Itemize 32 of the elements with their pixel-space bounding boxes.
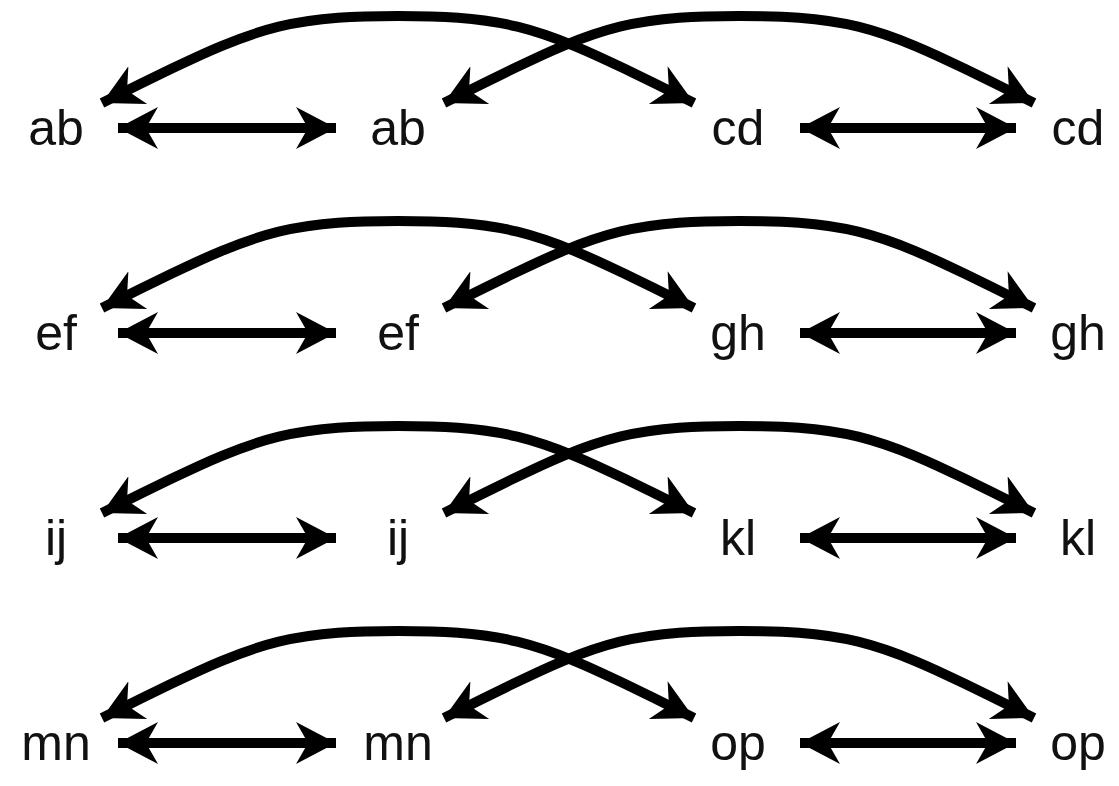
node-label: gh bbox=[710, 308, 766, 358]
double-arrow bbox=[800, 517, 1016, 559]
node-label: ab bbox=[28, 103, 84, 153]
node-label: mn bbox=[21, 718, 91, 768]
node-label: op bbox=[710, 718, 766, 768]
curved-double-arrow bbox=[99, 626, 697, 723]
curved-double-arrow bbox=[441, 421, 1037, 518]
double-arrow bbox=[118, 722, 336, 764]
double-arrow bbox=[800, 722, 1016, 764]
curved-double-arrow bbox=[441, 626, 1037, 723]
node-label: ef bbox=[377, 308, 419, 358]
double-arrow bbox=[118, 517, 336, 559]
double-arrow bbox=[118, 107, 336, 149]
curved-double-arrow bbox=[99, 421, 697, 518]
curved-double-arrow bbox=[441, 216, 1037, 313]
node-label: cd bbox=[711, 103, 765, 153]
double-arrow bbox=[800, 107, 1016, 149]
node-label: cd bbox=[1051, 103, 1105, 153]
node-label: ef bbox=[35, 308, 77, 358]
double-arrow bbox=[118, 312, 336, 354]
node-label: op bbox=[1050, 718, 1106, 768]
curved-double-arrow bbox=[441, 11, 1037, 108]
node-label: kl bbox=[1059, 513, 1097, 563]
curved-double-arrow bbox=[99, 216, 697, 313]
node-label: ij bbox=[44, 513, 68, 563]
node-label: mn bbox=[363, 718, 433, 768]
double-arrow bbox=[800, 312, 1016, 354]
node-label: ab bbox=[370, 103, 426, 153]
node-label: ij bbox=[386, 513, 410, 563]
node-label: gh bbox=[1050, 308, 1106, 358]
node-label: kl bbox=[719, 513, 757, 563]
curved-double-arrow bbox=[99, 11, 697, 108]
